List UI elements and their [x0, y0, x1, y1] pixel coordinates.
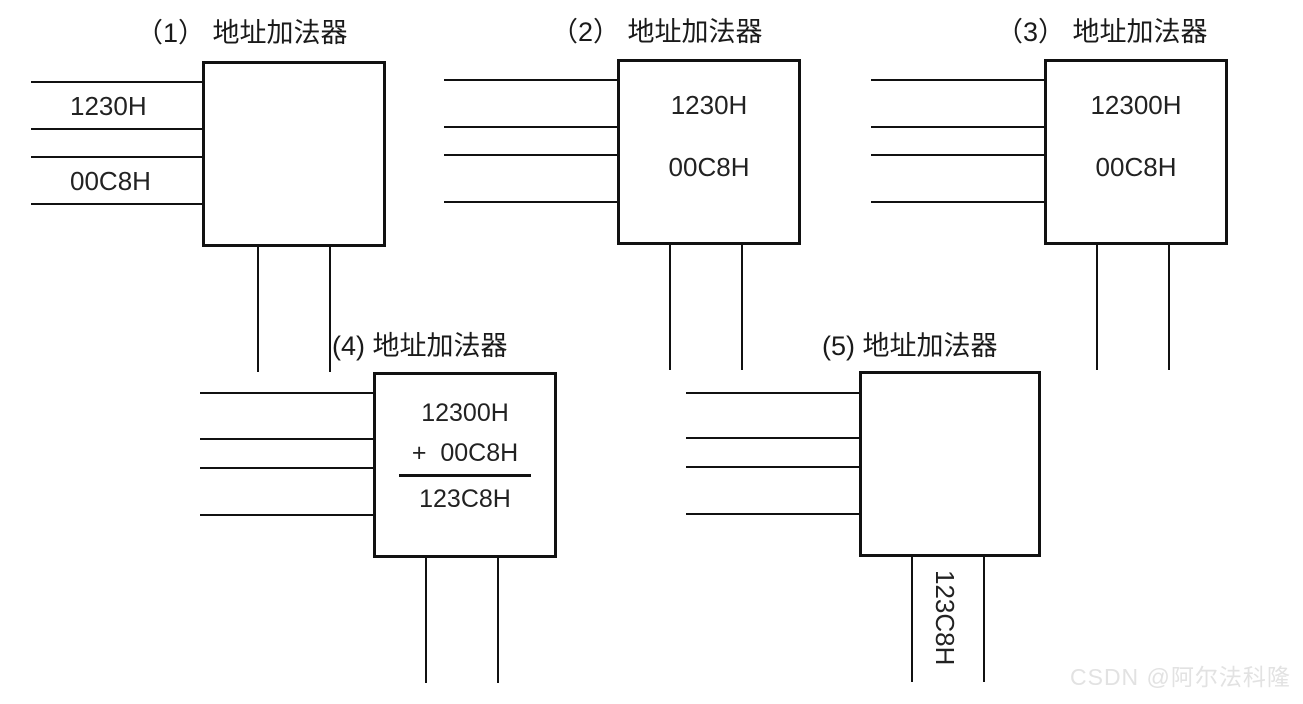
block-4-operand-1: 12300H [421, 399, 509, 427]
block-5-input-wire-1 [686, 392, 861, 394]
block-1-input-wire-3 [31, 156, 204, 158]
block-3-input-wire-4 [871, 201, 1046, 203]
block-3-title: （3） 地址加法器 [996, 17, 1208, 47]
block-1-input-wire-1 [31, 81, 204, 83]
block-5-box [859, 371, 1041, 557]
block-1-box [202, 61, 386, 247]
block-3-input-wire-3 [871, 154, 1046, 156]
block-1-input-wire-2 [31, 128, 204, 130]
block-2-output-wire-1 [669, 244, 671, 370]
block-3-box-text-1: 12300H [1090, 90, 1182, 120]
block-1-input-wire-4 [31, 203, 204, 205]
block-3-input-wire-1 [871, 79, 1046, 81]
block-5-title: (5) 地址加法器 [822, 331, 998, 361]
block-5-output-wire-1 [911, 556, 913, 682]
block-4-sum: 12300H + 00C8H 123C8H [376, 401, 554, 512]
block-1-input-label-2: 00C8H [70, 166, 151, 196]
block-1-title: （1） 地址加法器 [136, 18, 348, 48]
block-4-input-wire-2 [200, 438, 375, 440]
block-5-input-wire-3 [686, 466, 861, 468]
block-3-output-wire-1 [1096, 244, 1098, 370]
block-5-input-wire-2 [686, 437, 861, 439]
block-3-output-wire-2 [1168, 244, 1170, 370]
block-4-output-wire-2 [497, 557, 499, 683]
block-2-box-text-1: 1230H [670, 90, 748, 120]
block-4-sum-rule [399, 474, 531, 477]
block-1-input-label-1: 1230H [70, 91, 147, 121]
csdn-watermark: CSDN @阿尔法科隆 [1070, 664, 1291, 690]
block-2-input-wire-2 [444, 126, 619, 128]
block-2-output-wire-2 [741, 244, 743, 370]
block-5-output-label: 123C8H [930, 570, 960, 666]
block-3-box-text-2: 00C8H [1095, 152, 1177, 182]
block-2-box: 1230H 00C8H [617, 59, 801, 245]
block-3-box: 12300H 00C8H [1044, 59, 1228, 245]
block-1-output-wire-1 [257, 246, 259, 372]
block-2-input-wire-3 [444, 154, 619, 156]
block-4-input-wire-4 [200, 514, 375, 516]
block-2-input-wire-1 [444, 79, 619, 81]
block-4-sum-result: 123C8H [419, 485, 511, 513]
block-5-output-wire-2 [983, 556, 985, 682]
block-2-title: （2） 地址加法器 [551, 17, 763, 47]
block-4-title: (4) 地址加法器 [332, 331, 508, 361]
block-2-input-wire-4 [444, 201, 619, 203]
block-3-input-wire-2 [871, 126, 1046, 128]
block-1-output-wire-2 [329, 246, 331, 372]
block-4-operand-2: + 00C8H [411, 439, 519, 467]
block-2-box-text-2: 00C8H [668, 152, 750, 182]
block-4-input-wire-3 [200, 467, 375, 469]
block-4-output-wire-1 [425, 557, 427, 683]
block-4-input-wire-1 [200, 392, 375, 394]
block-4-box: 12300H + 00C8H 123C8H [373, 372, 557, 558]
block-5-input-wire-4 [686, 513, 861, 515]
